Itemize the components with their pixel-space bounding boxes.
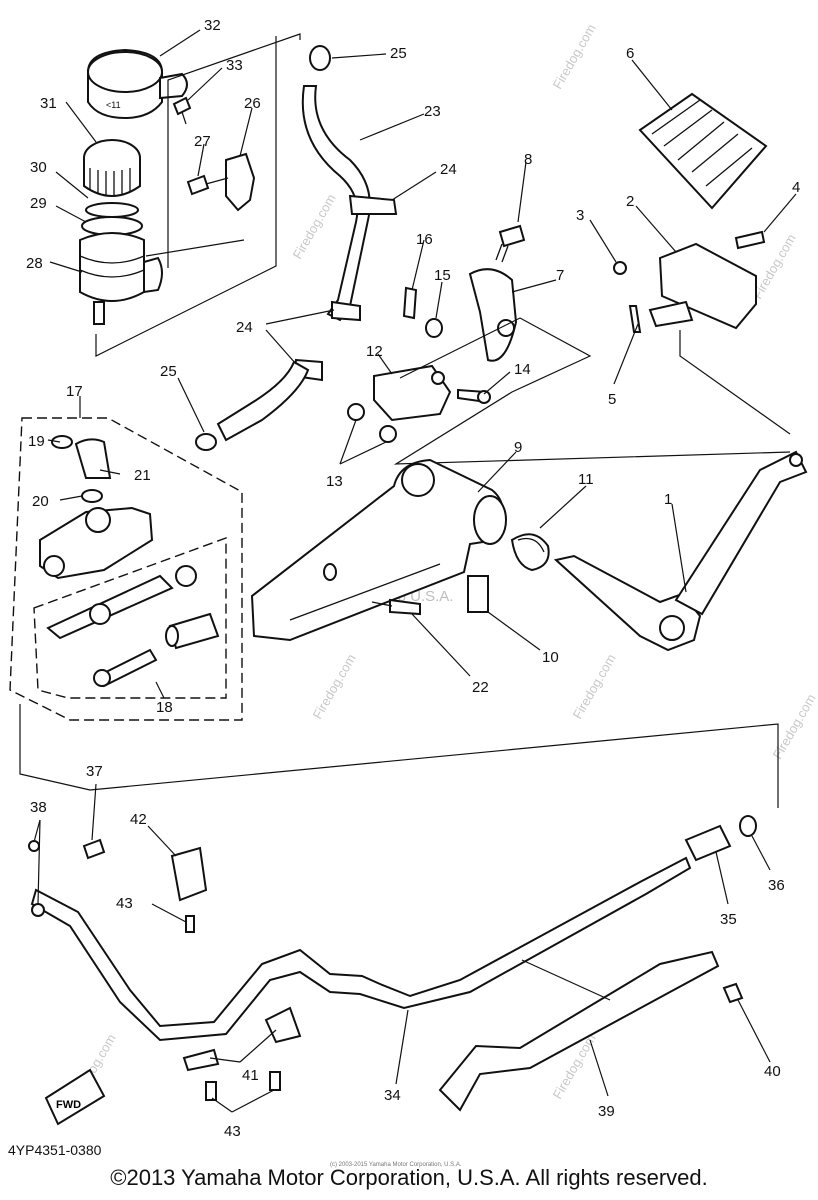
callout-1: 1 xyxy=(664,491,672,508)
callout-13: 13 xyxy=(326,473,343,490)
callout-4: 4 xyxy=(792,179,800,196)
callout-34: 34 xyxy=(384,1087,401,1104)
callout-31: 31 xyxy=(40,95,57,112)
fwd-label: FWD xyxy=(56,1099,81,1111)
callout-22: 22 xyxy=(472,679,489,696)
callout-24-lower: 24 xyxy=(236,319,253,336)
diagram-code: 4YP4351-0380 xyxy=(8,1142,102,1158)
watermark-site-text: Firedog.com xyxy=(550,21,599,91)
copyright-notice: ©2013 Yamaha Motor Corporation, U.S.A. A… xyxy=(110,1165,708,1190)
callout-24-top: 24 xyxy=(440,161,457,178)
callout-12: 12 xyxy=(366,343,383,360)
callout-33: 33 xyxy=(226,57,243,74)
callout-16: 16 xyxy=(416,231,433,248)
callout-27: 27 xyxy=(194,133,211,150)
callout-18: 18 xyxy=(156,699,173,716)
callout-38: 38 xyxy=(30,799,47,816)
callout-42: 42 xyxy=(130,811,147,828)
callout-2: 2 xyxy=(626,193,634,210)
callout-numbers: 32 33 31 26 27 30 29 28 25 23 24 8 6 4 3… xyxy=(26,17,800,1140)
callout-20: 20 xyxy=(32,493,49,510)
pedal-linkage xyxy=(347,224,791,465)
callout-26: 26 xyxy=(244,95,261,112)
callout-40: 40 xyxy=(764,1063,781,1080)
pedal-bracket xyxy=(250,458,550,642)
callout-11: 11 xyxy=(578,471,594,488)
callout-14: 14 xyxy=(514,361,531,378)
watermark-site-text: Firedog.com xyxy=(770,691,818,761)
callout-17: 17 xyxy=(66,383,83,400)
watermark-site-text: Firedog.com xyxy=(310,651,359,721)
callout-6: 6 xyxy=(626,45,634,62)
callout-43-bottom: 43 xyxy=(224,1123,241,1140)
callout-23: 23 xyxy=(424,103,441,120)
callout-9: 9 xyxy=(514,439,522,456)
callout-37: 37 xyxy=(86,763,103,780)
master-cylinder-group xyxy=(9,417,243,721)
tiny-copyright-note: (c) 2003-2015 Yamaha Motor Corporation, … xyxy=(330,1162,462,1168)
reservoir-hose xyxy=(195,45,398,451)
svg-text:<11: <11 xyxy=(106,100,121,110)
callout-25-lower: 25 xyxy=(160,363,177,380)
reservoir-assembly: <11 xyxy=(79,33,301,357)
callout-39: 39 xyxy=(598,1103,615,1120)
watermark-site-text: Firedog.com xyxy=(570,651,619,721)
callout-29: 29 xyxy=(30,195,47,212)
callout-10: 10 xyxy=(542,649,559,666)
callout-35: 35 xyxy=(720,911,737,928)
watermark-site-text: Firedog.com xyxy=(290,191,339,261)
leader-lines xyxy=(33,29,797,1113)
callout-3: 3 xyxy=(576,207,584,224)
callout-5: 5 xyxy=(608,391,616,408)
callout-28: 28 xyxy=(26,255,43,272)
callout-41: 41 xyxy=(242,1067,259,1084)
callout-32: 32 xyxy=(204,17,221,34)
callout-25-top: 25 xyxy=(390,45,407,62)
callout-21: 21 xyxy=(134,467,151,484)
brake-hose-assembly: FWD xyxy=(19,704,779,1126)
brake-pedal-arm xyxy=(553,450,808,652)
callout-43-top: 43 xyxy=(116,895,133,912)
callout-36: 36 xyxy=(768,877,785,894)
callout-15: 15 xyxy=(434,267,451,284)
callout-30: 30 xyxy=(30,159,47,176)
callout-7: 7 xyxy=(556,267,564,284)
callout-19: 19 xyxy=(28,433,45,450)
callout-8: 8 xyxy=(524,151,532,168)
brake-pedal-pad xyxy=(613,92,791,435)
